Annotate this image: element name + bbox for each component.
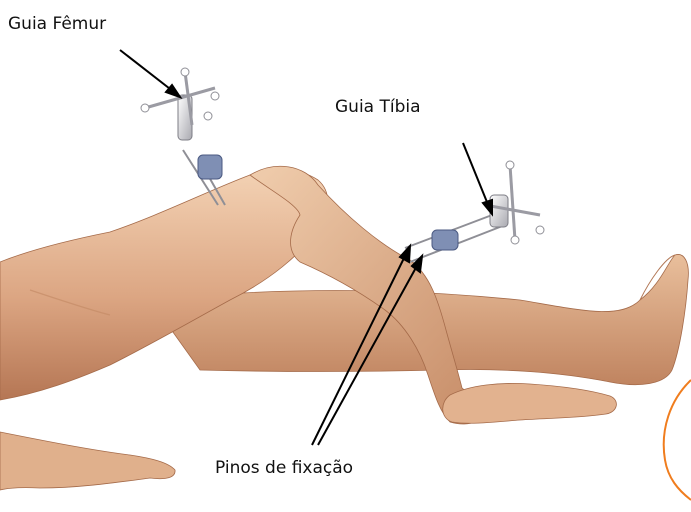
arrow-femur (120, 50, 174, 92)
fixation-pins-label: Pinos de fixação (215, 460, 353, 477)
femur-clamp-block (198, 155, 222, 179)
front-foot (443, 383, 617, 423)
tibia-guide-device (405, 161, 544, 262)
arrow-tibia (463, 143, 489, 207)
hand (0, 432, 175, 490)
femur-guide-device (141, 68, 225, 205)
femur-guide-label: Guia Fêmur (8, 16, 106, 33)
accent-arc (664, 380, 691, 500)
arrow-tibia-head (483, 200, 492, 214)
tibia-guide-label: Guia Tíbia (335, 99, 421, 116)
tibia-clamp-block (432, 230, 458, 250)
